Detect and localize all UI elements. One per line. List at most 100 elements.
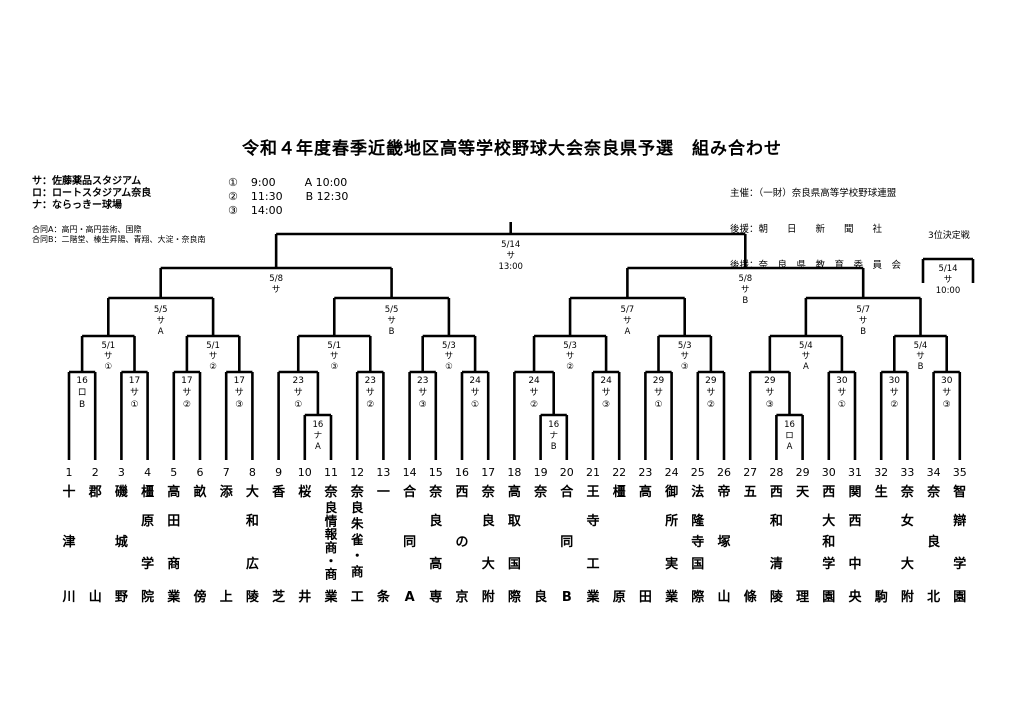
match-label-r2-9: 24 [528,376,540,386]
team-name-bottom: 理 [796,590,809,605]
team-name-middle: 塚 [717,535,730,550]
team-name-middle: 良 [927,534,940,550]
time-row-2: ② 11:30 B 12:30 [228,190,348,204]
team-name-middle: 良 [482,513,495,529]
team-number: 30 [822,466,836,479]
match-label-r2-7: ③ [419,400,427,410]
match-label-r1-3: A [787,442,793,452]
team-name-bottom: 山 [717,589,730,605]
team-number: 21 [586,466,600,479]
team-name-top: 西 [822,485,835,500]
team-name-top: 王 [586,485,599,500]
team-name-top: 西 [455,485,468,500]
team-name-top: 智 [953,484,966,500]
team-name-middle: 原 [141,514,154,529]
team-name-bottom: 園 [953,589,966,605]
team-name-bottom: 業 [323,589,338,605]
venue-na: ナ：ならっきー球場 [32,200,122,211]
time-mark: ③ [228,204,238,217]
team-name-top: 帝 [717,484,730,500]
team-name-top: 五 [744,485,757,500]
team-number: 19 [534,466,548,479]
time-row-3: ③ 14:00 [228,204,348,218]
team-name-middle: の [455,535,468,550]
team-name-middle: 田 [167,514,180,529]
match-label-r3-5: 5/3 [563,341,577,351]
match-label-sf-left: 5/8 [269,274,283,284]
match-label-r2-4: サ [235,387,244,398]
match-label-r1-1: 16 [312,420,323,430]
match-label-r2-11: サ [654,387,663,398]
team-number: 18 [507,466,521,479]
team-name-bottom: 上 [220,590,233,605]
team-name-middle: 学 [953,556,966,572]
team-number: 15 [429,466,443,479]
team-name-bottom: 業 [166,589,181,605]
match-label-qf-2: B [389,327,395,337]
match-label-r2-5: ① [294,400,302,410]
team-name-top: 高 [167,484,180,500]
time-alt: A 10:00 [304,176,348,189]
team-name-middle: 中 [848,556,861,572]
team-name-middle: 和 [246,513,259,529]
team-name-bottom: 院 [141,589,154,605]
team-name-bottom: 附 [901,589,914,605]
match-label-r2-9: サ [530,387,539,398]
team-number: 29 [796,466,810,479]
team-name-middle: 城 [115,534,128,550]
team-name-top: 添 [220,484,234,500]
team-name-top: 一 [377,485,390,500]
team-name-bottom: 陵 [246,589,260,605]
match-label-r3-4: 5/3 [442,341,456,351]
time-mark: ① [228,176,238,189]
team-number: 4 [144,466,151,479]
match-label-r2-1: ロ [78,388,87,398]
match-label-r3-1: 5/1 [101,341,115,351]
team-number: 33 [900,466,914,479]
team-name-bottom: 央 [848,589,862,605]
team-name-middle: ・ [351,548,364,563]
match-label-qf-2: 5/5 [385,305,399,315]
team-name-top: 関 [848,485,861,500]
match-label-r2-12: 29 [705,376,717,386]
team-name-middle: 報 [325,527,338,542]
match-label-r2-15: 30 [889,376,901,386]
match-label-r2-10: 24 [600,376,612,386]
match-label-r2-16: サ [942,387,951,398]
team-number: 13 [376,466,390,479]
team-name-top: 合 [560,484,574,500]
match-label-qf-1: サ [156,316,165,326]
team-name-middle: 工 [586,557,599,572]
match-label-r3-8: B [918,362,924,372]
match-label-qf-3: 5/7 [621,305,635,315]
match-label-r2-8: ① [471,400,479,410]
team-number: 5 [170,466,177,479]
match-label-r2-3: ② [183,400,191,410]
match-label-r3-1: サ [104,352,113,362]
team-name-middle: 商 [351,564,364,579]
team-name-bottom: 芝 [272,589,285,605]
team-name-bottom: 田 [639,590,652,605]
time-mark: ② [228,190,238,203]
match-label-r2-5: 23 [293,376,304,386]
team-name-bottom: 傍 [193,589,206,605]
match-label-r3-6: 5/3 [678,341,692,351]
team-name-middle: 辯 [953,513,966,529]
team-name-bottom: 専 [429,589,442,605]
time-row-1: ① 9:00 A 10:00 [228,176,348,190]
match-label-r3-6: ③ [681,362,689,372]
team-name-middle: 和 [770,513,783,529]
venue-sa: サ：佐藤薬品スタジアム [32,176,142,187]
team-name-top: 御 [664,484,678,500]
team-name-middle: 同 [403,535,416,550]
team-name-bottom: 川 [61,590,75,605]
team-name-bottom: 駒 [874,589,888,605]
page-title: 令和４年度春季近畿地区高等学校野球大会奈良県予選 組み合わせ [242,139,782,159]
match-label-r2-2: ① [130,400,138,410]
match-label-final: 5/14 [501,240,520,250]
team-name-top: 合 [403,484,417,500]
team-name-bottom: 業 [664,589,679,605]
match-label-qf-3: サ [623,316,632,326]
match-label-r1-1: A [315,442,321,452]
match-label-r2-8: 24 [469,376,481,386]
